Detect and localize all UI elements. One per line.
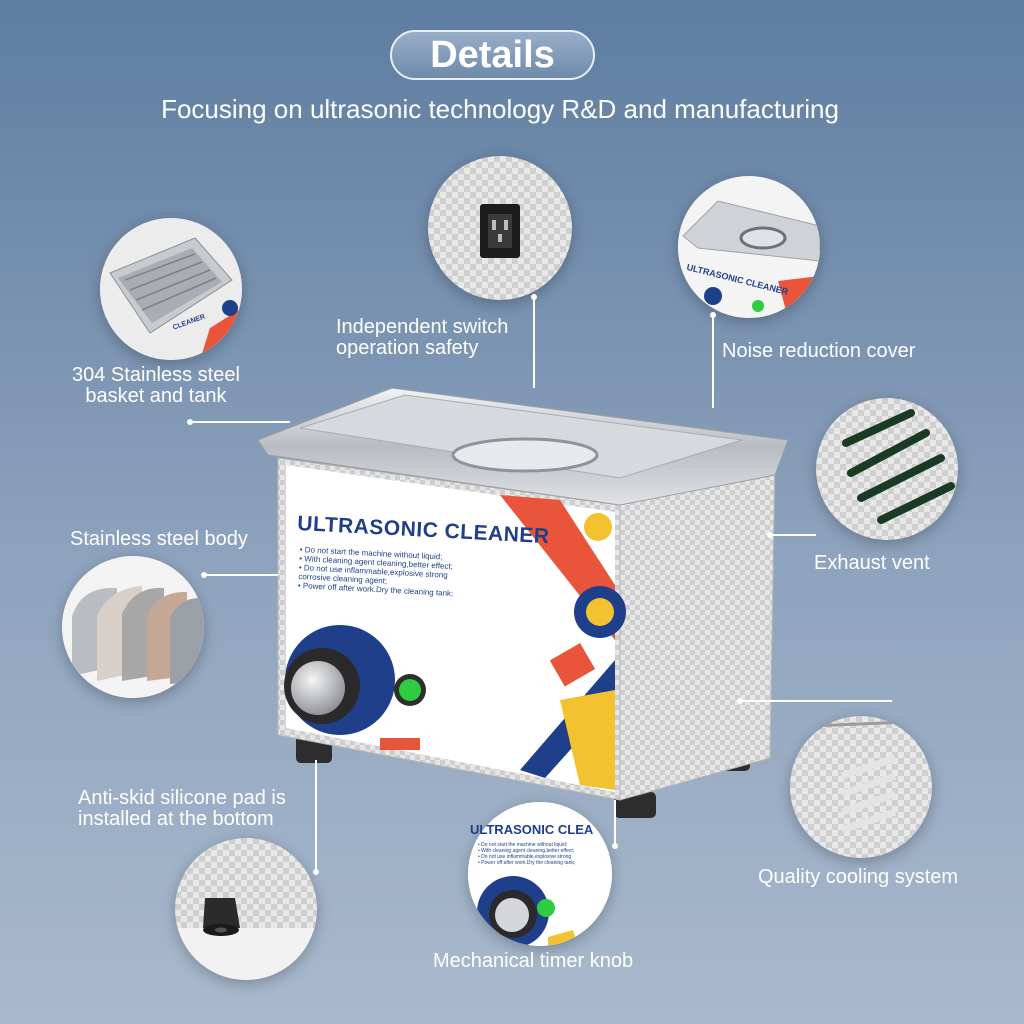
pad-leader-line [315,760,317,870]
product-warnings: • Do not start the machine without liqui… [298,545,456,598]
mini-warning-line: • Power off after work.Dry the cleaning … [478,860,576,866]
vent-slots-icon [842,409,955,524]
cover-leader-line [712,316,714,408]
cover-label: Noise reduction cover [722,340,916,362]
mini-warning-line: • With cleaning agent cleaning,better ef… [478,848,575,854]
knob-mini-brand: ULTRASONIC CLEA [470,822,594,837]
knob-detail-circle [468,802,612,946]
knob-label: Mechanical timer knob [433,950,634,972]
switch-detail-circle [428,156,572,300]
body-detail-circle [62,556,204,698]
body-leader-dot [201,572,207,578]
cooling-label: Quality cooling system [758,866,959,888]
basket-icon [100,218,242,360]
basket-label-line2: basket and tank [85,385,227,407]
timer-knob-icon [468,802,612,946]
pad-label: Anti-skid silicone pad is installed at t… [78,788,286,830]
cooling-leader-line [740,700,892,702]
deco-yellow-circle [586,598,614,626]
cooling-slots-icon [809,719,932,834]
steel-sheets-icon [62,556,204,698]
basket-leader-line [190,421,290,423]
lid-icon [678,176,820,318]
switch-label-line1: Independent switch [336,316,509,338]
switch-leader-dot [531,294,537,300]
details-title: Details [430,33,555,76]
page-subtitle: Focusing on ultrasonic technology R&D an… [161,94,839,124]
pad-label-line2: installed at the bottom [78,808,274,830]
pad-detail-circle [175,838,317,980]
mini-warning-line: • Do not start the machine without liqui… [478,842,568,848]
basket-detail-circle [100,218,242,360]
knob-leader-line [614,800,616,845]
body-side [619,454,776,801]
deco-orange-bar [380,738,420,750]
vent-detail-circle [816,398,958,540]
switch-label-line2: operation safety [336,337,479,359]
pad-label-line1: Anti-skid silicone pad is [78,787,286,809]
deco-orange-square [549,643,596,687]
vent-leader-line [770,534,816,536]
cooling-detail-circle [790,716,932,858]
power-socket-icon [480,204,520,258]
pad-leader-dot [313,869,319,875]
timer-knob-cap [291,661,345,715]
body-label: Stainless steel body [70,528,248,550]
silicone-pad-icon [175,898,317,980]
mini-warning-line: • Do not use inflammable,explosive stron… [478,854,572,860]
deco-yellow-shape [560,690,615,790]
knob-mini-warnings: • Do not start the machine without liqui… [478,842,575,866]
vent-label: Exhaust vent [814,552,930,574]
switch-leader-line [533,298,535,388]
cover-leader-dot [710,312,716,318]
basket-leader-dot [187,419,193,425]
details-title-badge: Details [390,30,595,80]
knob-leader-dot [612,843,618,849]
vent-leader-dot [767,532,773,538]
basket-label-line1: 304 Stainless steel [72,364,240,386]
power-switch-light [399,679,421,701]
cooling-leader-dot [737,698,743,704]
switch-label: Independent switch operation safety [336,317,508,359]
lid-handle [451,437,599,473]
deco-yellow-dot [584,513,612,541]
cover-detail-circle [678,176,820,318]
body-leader-line [204,574,278,576]
basket-label: 304 Stainless steel basket and tank [72,365,240,407]
